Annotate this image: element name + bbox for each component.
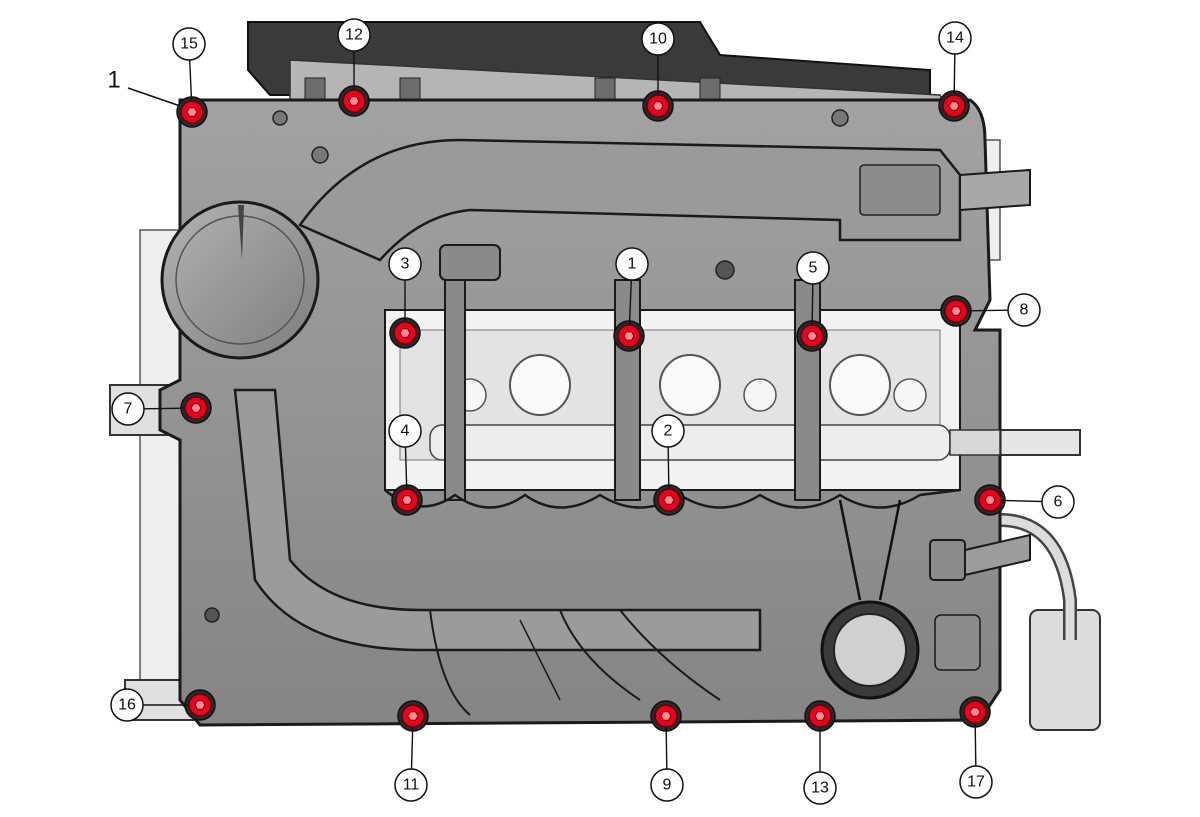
- bolt-5: [796, 320, 828, 352]
- callout-number-4: 4: [401, 423, 410, 440]
- callout-number-3: 3: [401, 256, 410, 273]
- callout-number-12: 12: [345, 27, 363, 44]
- leader-line-11: [410, 727, 414, 770]
- callout-3: 3: [388, 247, 422, 281]
- callout-number-2: 2: [664, 423, 673, 440]
- bolt-1: [613, 320, 645, 352]
- callout-number-11: 11: [403, 777, 420, 794]
- callout-number-13: 13: [811, 780, 829, 797]
- leader-line-7: [143, 407, 185, 410]
- callout-number-1: 1: [628, 256, 637, 273]
- callout-number-7: 7: [124, 401, 133, 418]
- leader-line-15: [189, 59, 193, 101]
- callout-13: 13: [803, 771, 837, 805]
- callout-6: 6: [1041, 485, 1075, 519]
- bolt-4: [391, 484, 423, 516]
- callout-9: 9: [650, 768, 684, 802]
- callout-number-9: 9: [663, 777, 672, 794]
- callout-16: 16: [110, 688, 144, 722]
- callout-number-10: 10: [649, 31, 667, 48]
- bolt-11: [397, 700, 429, 732]
- bolt-10: [642, 90, 674, 122]
- part-label-1: 1: [107, 67, 120, 94]
- leader-line-5: [811, 283, 814, 325]
- leader-line-2: [667, 446, 670, 489]
- bolt-6: [974, 484, 1006, 516]
- leader-line-17: [974, 723, 977, 767]
- valve-cover-body: [158, 98, 1031, 727]
- callout-1: 1: [615, 247, 649, 281]
- callout-11: 11: [394, 768, 428, 802]
- callout-5: 5: [796, 251, 830, 285]
- part-callout-1: 1: [107, 67, 187, 109]
- callout-number-15: 15: [180, 36, 198, 53]
- callout-number-6: 6: [1054, 494, 1063, 511]
- leader-line-6: [1001, 499, 1043, 503]
- callout-10: 10: [641, 22, 675, 56]
- bolt-2: [653, 484, 685, 516]
- bolt-15: [176, 96, 208, 128]
- bolt-13: [804, 700, 836, 732]
- leader-line-9: [665, 727, 668, 770]
- bolt-7: [180, 392, 212, 424]
- callout-2: 2: [651, 414, 685, 448]
- callout-number-5: 5: [809, 260, 818, 277]
- bolt-3: [389, 317, 421, 349]
- bolt-12: [338, 85, 370, 117]
- callout-number-16: 16: [118, 697, 136, 714]
- bolt-14: [938, 90, 970, 122]
- callout-15: 15: [172, 27, 206, 61]
- callout-7: 7: [111, 392, 145, 426]
- callout-8: 8: [1007, 293, 1041, 327]
- leader-line-4: [404, 446, 408, 489]
- bolt-8: [940, 295, 972, 327]
- callout-number-17: 17: [967, 774, 985, 791]
- callout-4: 4: [388, 414, 422, 448]
- leader-line-1: [628, 279, 632, 325]
- bolt-9: [650, 700, 682, 732]
- callout-12: 12: [337, 18, 371, 52]
- leader-line-8: [967, 309, 1009, 312]
- leader-line-14: [953, 53, 956, 95]
- callout-number-14: 14: [946, 30, 964, 47]
- callout-17: 17: [959, 765, 993, 799]
- callout-14: 14: [938, 21, 972, 55]
- bolt-16: [184, 689, 216, 721]
- callout-number-8: 8: [1020, 302, 1029, 319]
- bolt-17: [959, 696, 991, 728]
